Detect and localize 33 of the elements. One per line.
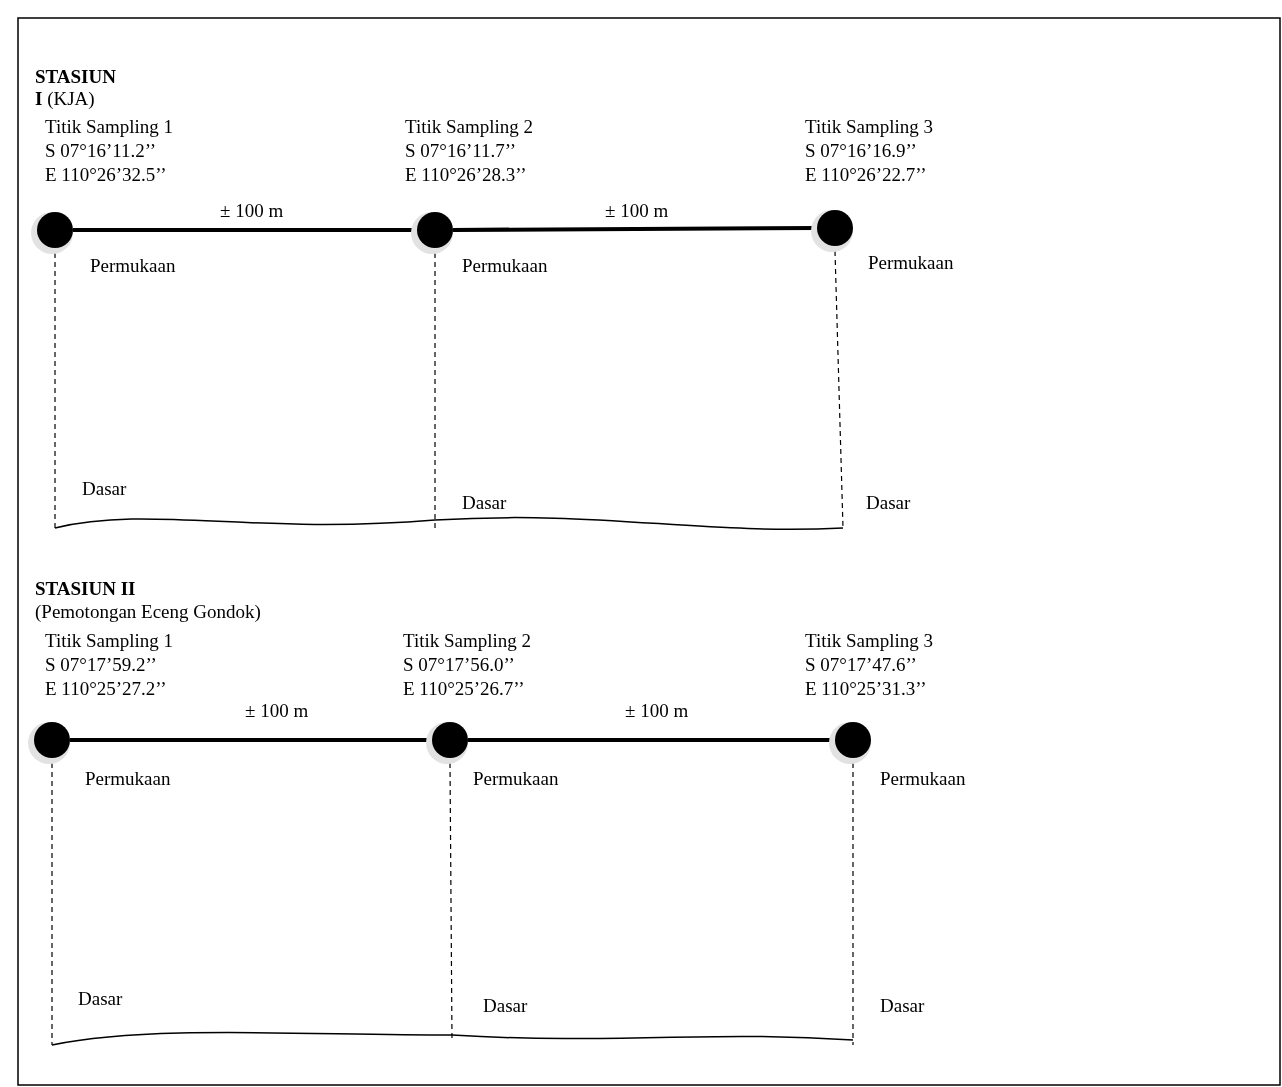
depth-label: Dasar xyxy=(78,988,123,1010)
coordinate-label: E 110°25’26.7’’ xyxy=(403,678,525,700)
station-heading: STASIUN I (KJA) xyxy=(35,66,115,110)
depth-label: Permukaan xyxy=(473,768,559,790)
point-title: Titik Sampling 3 xyxy=(805,630,934,652)
station-subtitle: (Pemotongan Eceng Gondok) xyxy=(35,601,261,623)
depth-label: Permukaan xyxy=(880,768,966,790)
coordinate-label: E 110°25’27.2’’ xyxy=(45,678,167,700)
point-title: Titik Sampling 2 xyxy=(403,630,532,652)
depth-label: Dasar xyxy=(880,995,925,1017)
depth-label: Dasar xyxy=(82,478,127,500)
coordinate-label: E 110°25’31.3’’ xyxy=(805,678,927,700)
station-heading: STASIUN II xyxy=(35,578,136,600)
coordinate-label: S 07°16’16.9’’ xyxy=(805,140,917,162)
depth-label: Permukaan xyxy=(90,255,176,277)
coordinate-label: S 07°17’59.2’’ xyxy=(45,654,157,676)
depth-label: Permukaan xyxy=(85,768,171,790)
coordinate-label: E 110°26’32.5’’ xyxy=(45,164,167,186)
coordinate-label: S 07°17’47.6’’ xyxy=(805,654,917,676)
coordinate-label: E 110°26’28.3’’ xyxy=(405,164,527,186)
depth-label: Dasar xyxy=(483,995,528,1017)
coordinate-label: S 07°16’11.7’’ xyxy=(405,140,517,162)
point-title: Titik Sampling 1 xyxy=(45,630,174,652)
coordinate-label: S 07°17’56.0’’ xyxy=(403,654,515,676)
coordinate-label: S 07°16’11.2’’ xyxy=(45,140,157,162)
depth-label: Dasar xyxy=(866,492,911,514)
point-title: Titik Sampling 1 xyxy=(45,116,174,138)
coordinate-label: E 110°26’22.7’’ xyxy=(805,164,927,186)
depth-label: Permukaan xyxy=(868,252,954,274)
depth-label: Permukaan xyxy=(462,255,548,277)
depth-label: Dasar xyxy=(462,492,507,514)
point-title: Titik Sampling 3 xyxy=(805,116,934,138)
point-title: Titik Sampling 2 xyxy=(405,116,534,138)
